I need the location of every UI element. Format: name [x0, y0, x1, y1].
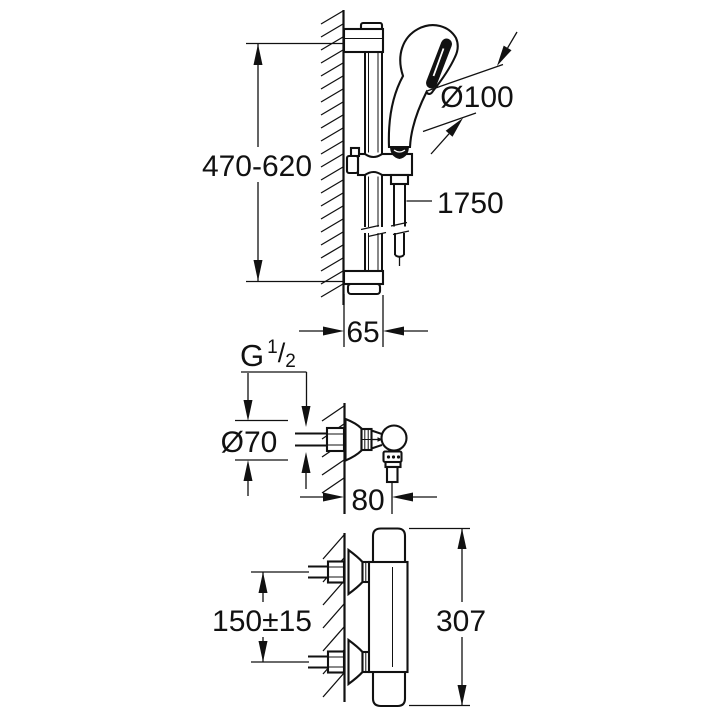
dim-head-diameter-label: Ø100	[440, 81, 513, 114]
body-top-cap	[371, 527, 407, 564]
dim-rail-height-label: 470-620	[202, 150, 312, 183]
dim-outlet-offset-label: 80	[351, 484, 384, 517]
dim-head-diameter: Ø100	[422, 31, 518, 155]
rail-bottom-bracket	[342, 269, 385, 286]
dim-wall-offset: 65	[299, 316, 428, 349]
inlet-pipe	[295, 432, 327, 447]
union-nut	[325, 426, 346, 453]
bottom-union	[308, 637, 371, 687]
body-middle	[367, 560, 409, 674]
rail-bottom-cap	[346, 282, 382, 296]
dim-hose-length-label: 1750	[437, 187, 504, 220]
shower-rail	[364, 52, 383, 271]
extension-lines	[246, 42, 384, 347]
dim-total-height: 307	[436, 528, 486, 706]
clamp-lock-tab	[349, 146, 361, 158]
shower-hose	[393, 184, 406, 227]
indicator-pointer	[377, 437, 383, 442]
outlet-stub	[385, 465, 399, 484]
dim-connection-spacing-label: 150±15	[212, 605, 312, 638]
wall-hatching	[320, 10, 344, 298]
dim-escutcheon-label: Ø70	[221, 426, 278, 459]
escutcheon	[347, 547, 364, 597]
union-nut	[326, 560, 346, 584]
escutcheon	[347, 637, 364, 687]
union-nut	[326, 650, 346, 674]
top-union	[308, 547, 371, 597]
dim-hose-length: 1750	[406, 187, 504, 220]
dim-rail-height: 470-620	[202, 44, 312, 281]
escutcheon	[344, 417, 363, 463]
rail-top-bracket	[342, 27, 385, 54]
dim-connection-spacing: 150±15	[212, 572, 312, 662]
dim-wall-offset-label: 65	[346, 316, 379, 349]
dim-outlet-offset: 80	[300, 484, 437, 517]
rail-break	[360, 224, 387, 238]
control-knob	[380, 424, 408, 452]
hose-nut	[389, 173, 410, 186]
dim-total-height-label: 307	[436, 605, 486, 638]
dim-escutcheon-diameter: Ø70	[221, 373, 288, 496]
clamp-knob	[345, 154, 360, 175]
body-bottom-cap	[371, 670, 407, 708]
shower-rail-drawing: 470-620 Ø100 1750 65	[202, 10, 518, 349]
thermostat-drawing: 150±15 307	[212, 527, 486, 708]
